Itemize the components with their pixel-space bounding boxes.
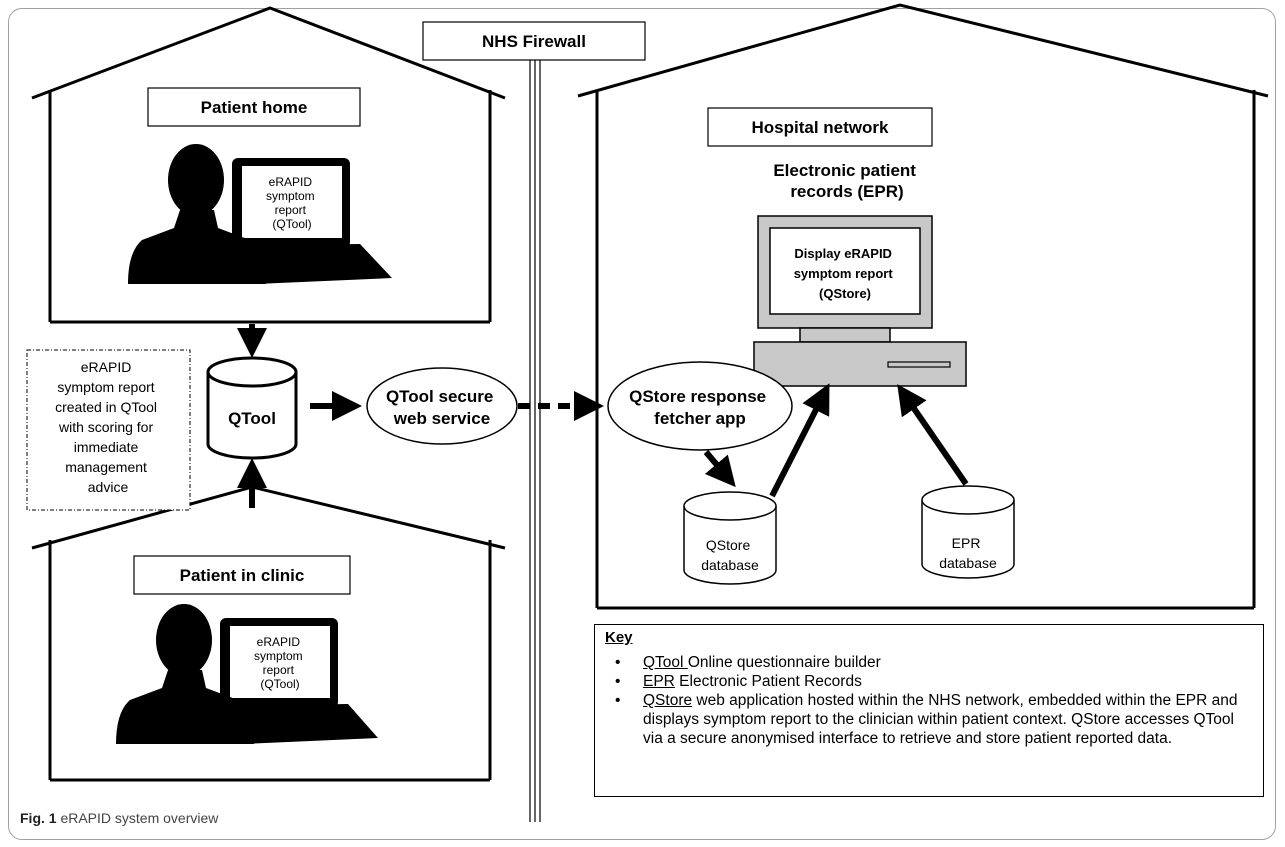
key-term: QStore	[643, 692, 693, 709]
figure-frame	[8, 8, 1276, 840]
key-term: EPR	[643, 673, 675, 690]
firewall-label: NHS Firewall	[482, 32, 586, 51]
firewall-label-box	[422, 21, 646, 61]
key-title: Key	[605, 629, 633, 646]
figure-caption-text: eRAPID system overview	[56, 810, 219, 826]
arrow-fetcher-to-qstore-db	[703, 450, 736, 488]
epr-screen-text: Display eRAPID symptom report (QStore)	[794, 246, 897, 301]
qstore-database: QStore database	[683, 491, 777, 585]
key-desc: Electronic Patient Records	[674, 673, 862, 690]
key-desc: web application hosted within the NHS ne…	[643, 692, 1238, 747]
patient-clinic-house: Patient in clinic eRAPID symptom report …	[31, 485, 506, 782]
nhs-firewall: NHS Firewall	[422, 21, 646, 822]
epr-computer-icon	[753, 215, 967, 387]
hospital-network-label: Hospital network	[752, 118, 890, 137]
key-term: QTool	[643, 654, 688, 671]
epr-database: EPR database	[921, 485, 1015, 579]
key-desc: Online questionnaire builder	[687, 654, 881, 671]
clinic-monitor-icon	[220, 618, 378, 744]
key-item-qtool: • QTool Online questionnaire builder	[615, 653, 1243, 672]
arrow-qstore-db-to-computer	[769, 383, 830, 498]
qtool-web-service-label: QTool secure web service	[386, 387, 498, 428]
home-monitor-icon	[232, 158, 392, 284]
key-item-qstore: • QStore web application hosted within t…	[615, 691, 1243, 748]
bullet-icon: •	[615, 673, 621, 690]
figure-caption: Fig. 1 eRAPID system overview	[20, 810, 218, 826]
clinic-patient-silhouette-icon	[116, 604, 254, 744]
epr-title: Electronic patient records (EPR)	[773, 161, 920, 201]
bullet-icon: •	[615, 654, 621, 671]
bullet-icon: •	[615, 692, 621, 709]
qstore-fetcher-app: QStore response fetcher app	[607, 361, 793, 451]
clinic-screen-text: eRAPID symptom report (QTool)	[254, 635, 306, 691]
home-screen-text: eRAPID symptom report (QTool)	[266, 175, 318, 231]
key-item-epr: • EPR Electronic Patient Records	[615, 672, 1243, 691]
qstore-fetcher-app-label: QStore response fetcher app	[629, 387, 771, 428]
scoring-note: eRAPID symptom report created in QTool w…	[26, 349, 191, 511]
patient-home-house: Patient home eRAPID symptom report (QToo…	[31, 6, 506, 324]
hospital-network-house: Hospital network Electronic patient reco…	[577, 3, 1269, 610]
epr-database-label: EPR database	[939, 535, 997, 571]
patient-home-label: Patient home	[201, 98, 308, 117]
flow-arrows	[237, 324, 969, 508]
qtool-web-service: QTool secure web service	[366, 367, 518, 445]
patient-clinic-label: Patient in clinic	[180, 566, 305, 585]
home-patient-silhouette-icon	[128, 144, 266, 284]
qtool-database: QTool	[206, 356, 298, 460]
key-list: • QTool Online questionnaire builder • E…	[615, 653, 1243, 748]
arrow-epr-db-to-computer	[897, 384, 969, 486]
qstore-database-label: QStore database	[701, 537, 759, 573]
key-legend: Key • QTool Online questionnaire builder…	[594, 624, 1264, 797]
figure-number: Fig. 1	[20, 810, 57, 826]
qtool-database-label: QTool	[228, 409, 276, 428]
scoring-note-text: eRAPID symptom report created in QTool w…	[55, 359, 161, 495]
